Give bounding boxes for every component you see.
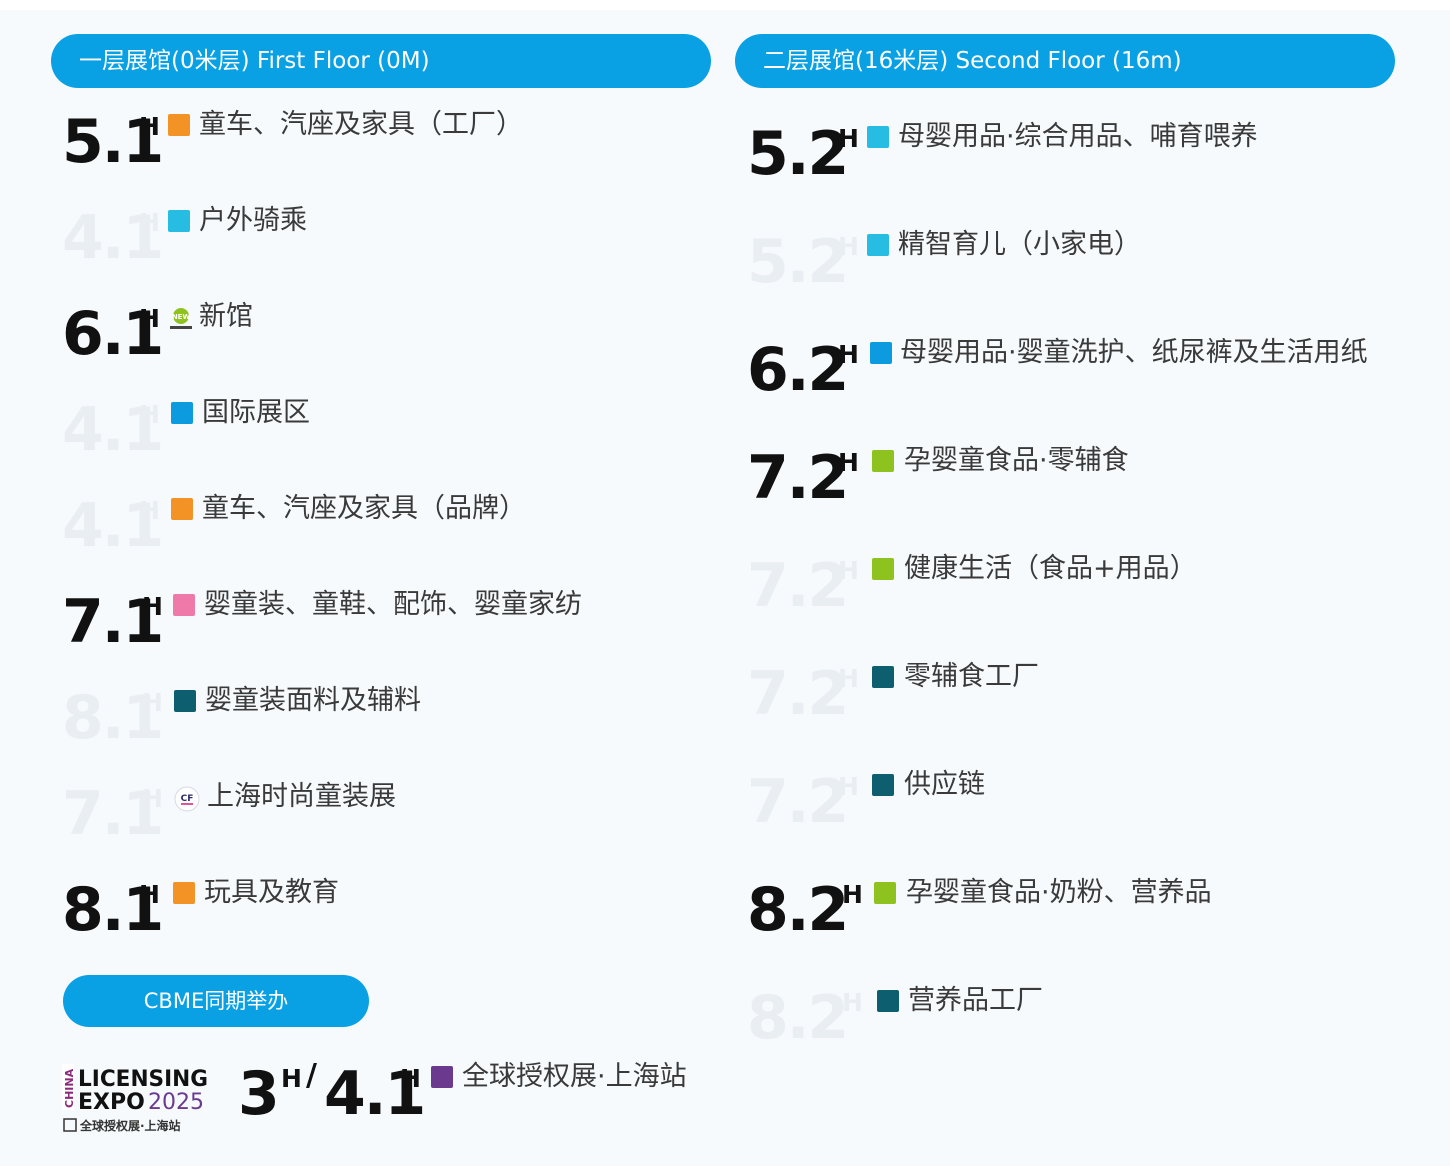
hall-7-1-number: 7.1 [62,587,164,657]
hall-5-1-label: 童车、汽座及家具（工厂） [199,109,523,140]
hall-4-1-number: 4.1 [324,1059,426,1129]
hall-4-1-ghost-number: 4.1 [62,395,164,465]
hall-4-1-ghost-sup: H [139,208,160,237]
hall-6-2-sup: H [838,340,859,369]
cyan-category-swatch [867,126,889,148]
svg-text:2025: 2025 [148,1090,204,1115]
fabrics-label: 婴童装面料及辅料 [205,685,421,716]
teal-category-swatch [872,774,894,796]
teal-category-swatch [877,990,899,1012]
hall-6-1-label: 新馆 [199,301,253,332]
hall-8-1-number: 8.1 [62,875,164,945]
hall-7-1-ghost-number: 7.1 [62,779,164,849]
hall-8-2-ghost-sup: H [842,988,863,1017]
cyan-category-swatch [867,234,889,256]
green-category-swatch [872,450,894,472]
blue-category-swatch [171,402,193,424]
teal-category-swatch [872,666,894,688]
hall-3-sup: H [281,1064,302,1093]
licensing-expo-label: 全球授权展·上海站 [462,1061,687,1092]
hall-5-1-sup: H [139,112,160,141]
smart-parenting-label: 精智育儿（小家电） [898,229,1141,260]
hall-5-2-ghost-sup: H [838,232,859,261]
first-floor-header: 一层展馆(0米层) First Floor (0M) [51,34,711,88]
hall-7-1-ghost-sup: H [142,784,163,813]
supply-chain-label: 供应链 [904,769,985,800]
hall-8-1-sup: H [139,880,160,909]
cf-icon: CF [174,786,200,812]
orange-category-swatch [173,882,195,904]
hall-7-1-label: 婴童装、童鞋、配饰、婴童家纺 [204,589,582,620]
hall-8-1-ghost-sup: H [142,688,163,717]
orange-category-swatch [171,498,193,520]
stroller-brand-label: 童车、汽座及家具（品牌） [202,493,526,524]
hall-5-2-number: 5.2 [747,119,849,189]
hall-4-1-ghost-number: 4.1 [62,203,164,273]
hall-6-2-label: 母婴用品·婴童洗护、纸尿裤及生活用纸 [900,337,1368,368]
second-floor-header: 二层展馆(16米层) Second Floor (16m) [735,34,1395,88]
hall-4-1-sup: H [400,1064,421,1093]
svg-text:EXPO: EXPO [78,1090,145,1115]
hall-5-1-number: 5.1 [62,107,164,177]
top-strip [0,0,1450,10]
cyan-category-swatch [168,210,190,232]
hall-separator: / [306,1058,317,1093]
hall-7-2-ghost-sup: H [838,772,859,801]
hall-7-2-label: 孕婴童食品·零辅食 [904,445,1129,476]
hall-7-1-sup: H [142,592,163,621]
orange-category-swatch [168,114,190,136]
teal-category-swatch [174,690,196,712]
hall-7-2-number: 7.2 [747,443,849,513]
green-category-swatch [872,558,894,580]
fashion-show-label: 上海时尚童装展 [207,781,396,812]
hall-4-1-ghost-number: 4.1 [62,491,164,561]
purple-category-swatch [431,1066,453,1088]
healthy-living-label: 健康生活（食品+用品） [904,553,1197,584]
svg-text:CF: CF [181,794,194,804]
hall-8-2-sup: H [842,880,863,909]
licensing-expo-logo: CHINA LICENSING EXPO 2025 全球授权展·上海站 [62,1064,208,1133]
hall-7-2-ghost-number: 7.2 [747,767,849,837]
svg-text:CHINA: CHINA [63,1068,76,1108]
hall-8-2-number: 8.2 [747,875,849,945]
hall-7-2-ghost-number: 7.2 [747,551,849,621]
cbme-concurrent-header: CBME同期举办 [63,975,369,1027]
hall-8-1-ghost-number: 8.1 [62,683,164,753]
international-area-label: 国际展区 [202,397,310,428]
hall-8-1-label: 玩具及教育 [204,877,339,908]
blue-category-swatch [870,342,892,364]
hall-7-2-sup: H [838,448,859,477]
outdoor-riding-label: 户外骑乘 [199,205,307,236]
snack-factory-label: 零辅食工厂 [904,661,1039,692]
green-category-swatch [874,882,896,904]
pink-category-swatch [173,594,195,616]
hall-8-2-ghost-number: 8.2 [747,983,849,1053]
svg-text:LICENSING: LICENSING [78,1067,208,1092]
hall-6-1-sup: H [139,304,160,333]
hall-4-1-ghost-sup: H [139,496,160,525]
nutrition-factory-label: 营养品工厂 [908,985,1043,1016]
hall-5-2-label: 母婴用品·综合用品、哺育喂养 [898,121,1258,152]
svg-text:NEW: NEW [172,313,191,321]
hall-6-2-number: 6.2 [747,335,849,405]
new-icon: NEW [170,308,192,329]
svg-text:全球授权展·上海站: 全球授权展·上海站 [79,1118,181,1133]
hall-6-1-number: 6.1 [62,299,164,369]
hall-4-1-ghost-sup: H [139,400,160,429]
hall-3-number: 3 [238,1059,280,1129]
hall-5-2-sup: H [838,124,859,153]
hall-7-2-ghost-sup: H [838,556,859,585]
hall-8-2-label: 孕婴童食品·奶粉、营养品 [906,877,1212,908]
hall-7-2-ghost-sup: H [838,664,859,693]
hall-7-2-ghost-number: 7.2 [747,659,849,729]
hall-5-2-ghost-number: 5.2 [747,227,849,297]
